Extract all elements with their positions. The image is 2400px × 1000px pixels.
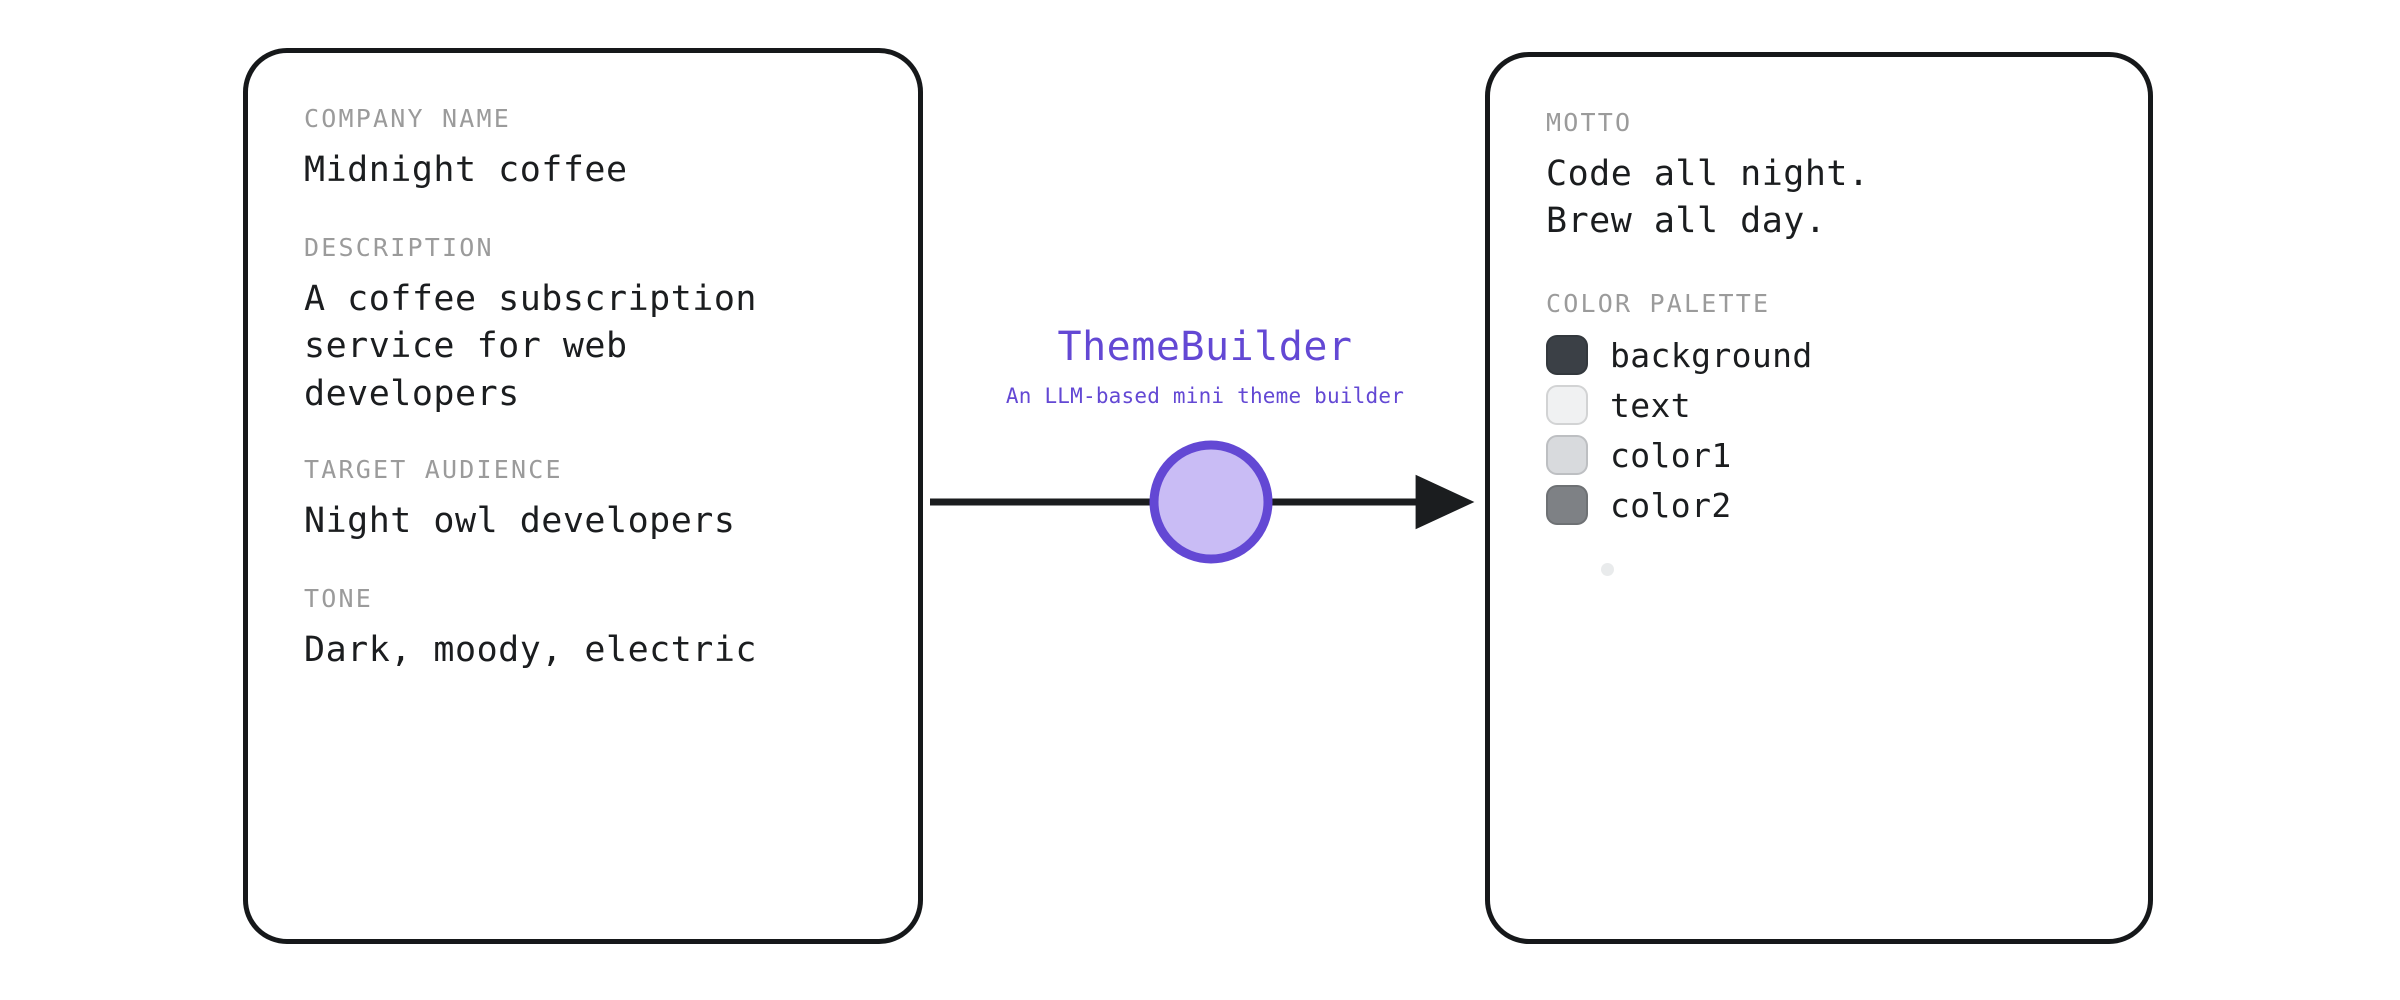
palette-row[interactable]: text [1546,381,2092,429]
field-value-motto: Code all night. Brew all day. [1546,153,1870,242]
color-palette-list: background text color1 color2 [1546,331,2092,529]
brand-title: ThemeBuilder [1057,324,1353,370]
color-swatch-color1[interactable] [1546,435,1588,476]
brand-block: ThemeBuilder An LLM-based mini theme bui… [930,325,1480,408]
field-value-description: A coffee subscription service for web de… [304,278,758,414]
field-label-target-audience: TARGET AUDIENCE [304,455,563,485]
flow-arrow [930,440,1475,564]
field-label-color-palette: COLOR PALETTE [1546,288,1771,318]
process-node-circle [1149,440,1273,564]
color-swatch-text[interactable] [1546,385,1588,426]
field-label-tone: TONE [304,584,374,614]
field-value-tone: Dark, moody, electric [304,629,758,670]
input-card: COMPANY NAME Midnight coffee DESCRIPTION… [243,48,923,944]
field-motto: MOTTO Code all night. Brew all day. [1546,109,2092,246]
palette-row[interactable]: color1 [1546,431,2092,479]
palette-row[interactable]: background [1546,331,2092,379]
field-label-company-name: COMPANY NAME [304,104,512,133]
color-swatch-label: color1 [1610,435,1732,475]
field-description: DESCRIPTION A coffee subscription servic… [304,234,862,418]
brand-subtitle: An LLM-based mini theme builder [1005,384,1405,408]
field-label-motto: MOTTO [1546,108,1633,137]
output-card: MOTTO Code all night. Brew all day. COLO… [1485,52,2153,944]
field-target-audience: TARGET AUDIENCE Night owl developers [304,456,862,545]
color-swatch-label: background [1610,335,1813,375]
output-card-body: MOTTO Code all night. Brew all day. COLO… [1490,57,2148,939]
field-value-company-name: Midnight coffee [304,149,628,190]
color-swatch-background[interactable] [1546,335,1588,376]
color-swatch-label: color2 [1610,485,1732,525]
input-card-body: COMPANY NAME Midnight coffee DESCRIPTION… [248,53,918,939]
field-value-target-audience: Night owl developers [304,500,736,541]
color-swatch-color2[interactable] [1546,485,1588,526]
field-label-description: DESCRIPTION [304,233,494,263]
field-tone: TONE Dark, moody, electric [304,585,862,674]
palette-loading-dot [1601,563,1614,577]
field-company-name: COMPANY NAME Midnight coffee [304,105,862,194]
field-color-palette: COLOR PALETTE background text color1 [1546,290,2092,577]
palette-row[interactable]: color2 [1546,481,2092,529]
color-swatch-label: text [1610,385,1692,425]
